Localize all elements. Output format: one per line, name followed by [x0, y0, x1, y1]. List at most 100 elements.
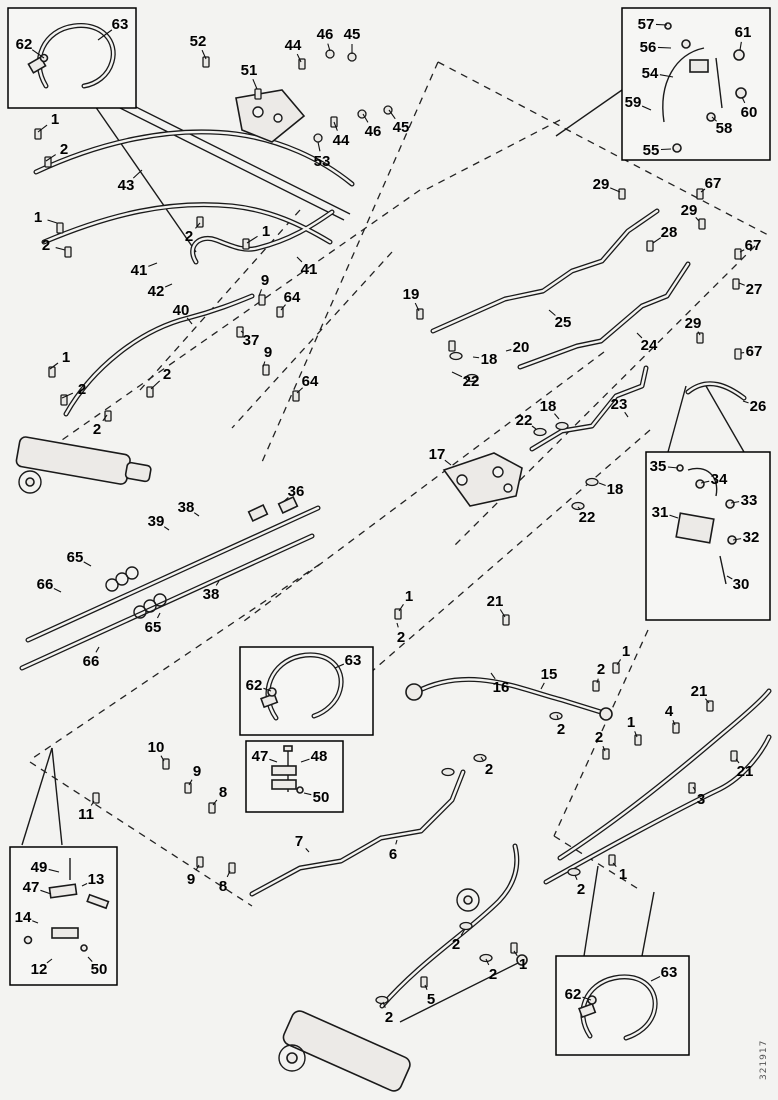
callout-leader — [726, 575, 733, 580]
callout-50: 50 — [91, 961, 108, 978]
callout-leader — [382, 1001, 386, 1008]
callout-leader — [333, 121, 338, 131]
callout-leader — [388, 109, 396, 120]
callout-leader — [49, 362, 59, 370]
callout-2: 2 — [93, 421, 101, 438]
callout-leader — [282, 497, 289, 503]
callout-leader — [102, 414, 108, 422]
callout-leader — [61, 392, 74, 399]
callout-leader — [296, 387, 304, 394]
callout-4: 4 — [665, 703, 674, 720]
bolt-glyph — [242, 238, 250, 250]
bolt-glyph — [420, 976, 428, 988]
callout-leader — [83, 561, 92, 567]
callout-leader — [660, 148, 672, 151]
washer-glyph — [585, 477, 599, 487]
callout-13: 13 — [88, 871, 105, 888]
callout-33: 33 — [741, 492, 758, 509]
callout-leader — [195, 222, 201, 229]
callout-leader — [741, 96, 746, 104]
callout-66: 66 — [37, 576, 54, 593]
callout-55: 55 — [643, 142, 660, 159]
callout-leader — [700, 188, 706, 193]
callout-leader — [40, 889, 52, 895]
callout-leader — [739, 41, 742, 51]
washer-glyph — [549, 711, 563, 721]
callout-leader — [730, 501, 740, 504]
callout-38: 38 — [203, 586, 220, 603]
callout-46: 46 — [317, 26, 334, 43]
washer-glyph — [571, 501, 585, 511]
callout-leader — [556, 714, 559, 720]
callout-9: 9 — [264, 344, 272, 361]
bolt-glyph — [706, 700, 714, 712]
callout-leader — [317, 141, 321, 152]
bolt-glyph — [732, 278, 740, 290]
callout-leader — [327, 43, 331, 52]
callout-20: 20 — [513, 339, 530, 356]
callout-leader — [305, 848, 310, 853]
bolt-glyph — [394, 608, 402, 620]
callout-leader — [132, 169, 143, 179]
callout-30: 30 — [733, 576, 750, 593]
bolt-glyph — [202, 56, 210, 68]
callout-63: 63 — [345, 652, 362, 669]
washer-glyph — [533, 427, 547, 437]
callout-22: 22 — [463, 373, 480, 390]
callout-29: 29 — [593, 176, 610, 193]
callout-1: 1 — [622, 643, 630, 660]
callout-62: 62 — [246, 677, 263, 694]
callout-58: 58 — [716, 120, 733, 137]
callout-16: 16 — [493, 679, 510, 696]
callout-38: 38 — [178, 499, 195, 516]
callout-leader — [667, 466, 679, 469]
callout-leader — [505, 349, 512, 352]
tie-rod-ball-end — [405, 683, 423, 701]
inset-clamp-detail-mid-small — [245, 740, 344, 813]
callout-15: 15 — [541, 666, 558, 683]
callout-62: 62 — [16, 36, 33, 53]
callout-2: 2 — [485, 761, 493, 778]
callout-5: 5 — [427, 991, 435, 1008]
bolt-glyph — [608, 854, 616, 866]
bolt-glyph — [634, 734, 642, 746]
callout-6: 6 — [389, 846, 397, 863]
callout-leader — [636, 332, 643, 339]
callout-18: 18 — [540, 398, 557, 415]
callout-1: 1 — [405, 588, 413, 605]
callout-50: 50 — [313, 789, 330, 806]
callout-47: 47 — [252, 748, 269, 765]
inset-clamp-detail-mid-center — [239, 646, 374, 736]
callout-leader — [186, 317, 193, 325]
callout-leader — [659, 74, 674, 78]
nut-glyph — [313, 133, 323, 143]
bracket-17 — [442, 452, 523, 507]
callout-62: 62 — [565, 986, 582, 1003]
bolt-glyph — [602, 748, 610, 760]
callout-8: 8 — [219, 878, 227, 895]
callout-12: 12 — [31, 961, 48, 978]
callout-leader — [296, 256, 303, 263]
callout-56: 56 — [640, 39, 657, 56]
bolt-glyph — [688, 782, 696, 794]
callout-leader — [485, 958, 490, 966]
bolt-glyph — [92, 792, 100, 804]
callout-14: 14 — [15, 909, 32, 926]
callout-leader — [616, 659, 622, 666]
callout-9: 9 — [261, 272, 269, 289]
document-code: 321917 — [759, 1040, 769, 1080]
callout-leader — [513, 950, 518, 957]
callout-leader — [262, 361, 266, 368]
callout-66: 66 — [83, 653, 100, 670]
callout-29: 29 — [681, 202, 698, 219]
callout-leader — [226, 870, 231, 878]
callout-leader — [602, 745, 606, 752]
callout-35: 35 — [650, 458, 667, 475]
bolt-glyph — [612, 662, 620, 674]
callout-18: 18 — [481, 351, 498, 368]
callout-64: 64 — [284, 289, 301, 306]
callout-21: 21 — [691, 683, 708, 700]
nut-glyph — [325, 49, 335, 59]
washer-glyph — [449, 351, 463, 361]
callout-51: 51 — [241, 62, 258, 79]
